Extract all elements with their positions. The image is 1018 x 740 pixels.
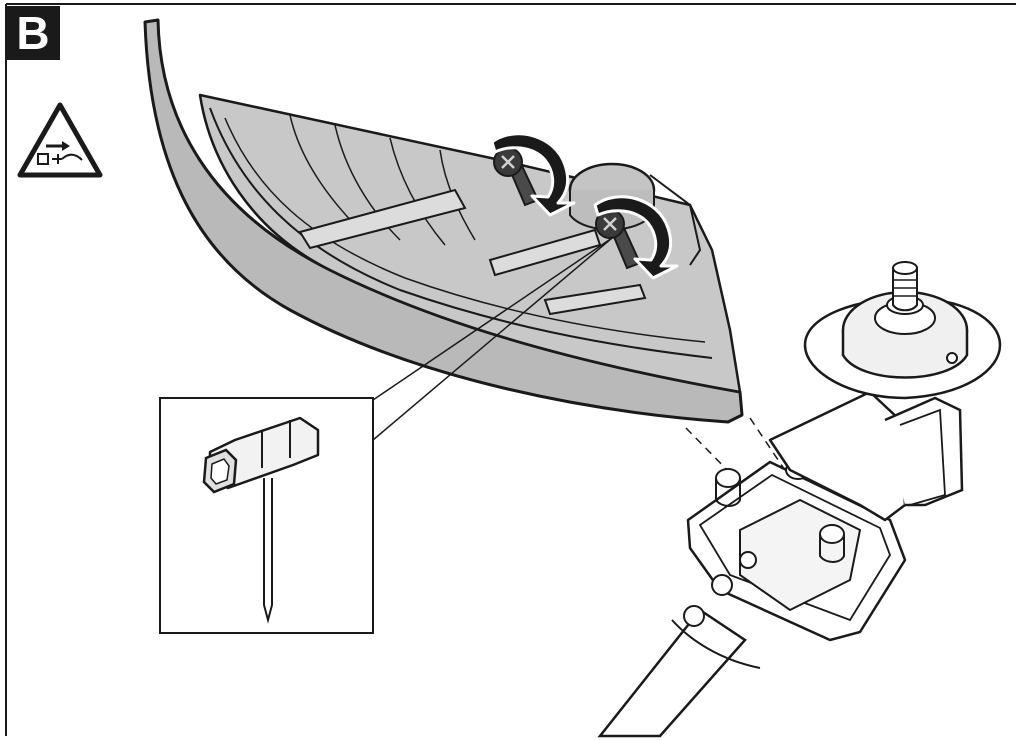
rotate-arrow-icon [490, 132, 576, 217]
callout-line [372, 237, 613, 401]
unplug-warning-icon [17, 102, 103, 178]
trimmer-head [597, 261, 1002, 738]
callout-line [372, 237, 613, 441]
step-badge: B [6, 6, 60, 60]
rotate-arrow-icon [593, 195, 679, 280]
spark-plug-wrench-icon [202, 416, 320, 624]
